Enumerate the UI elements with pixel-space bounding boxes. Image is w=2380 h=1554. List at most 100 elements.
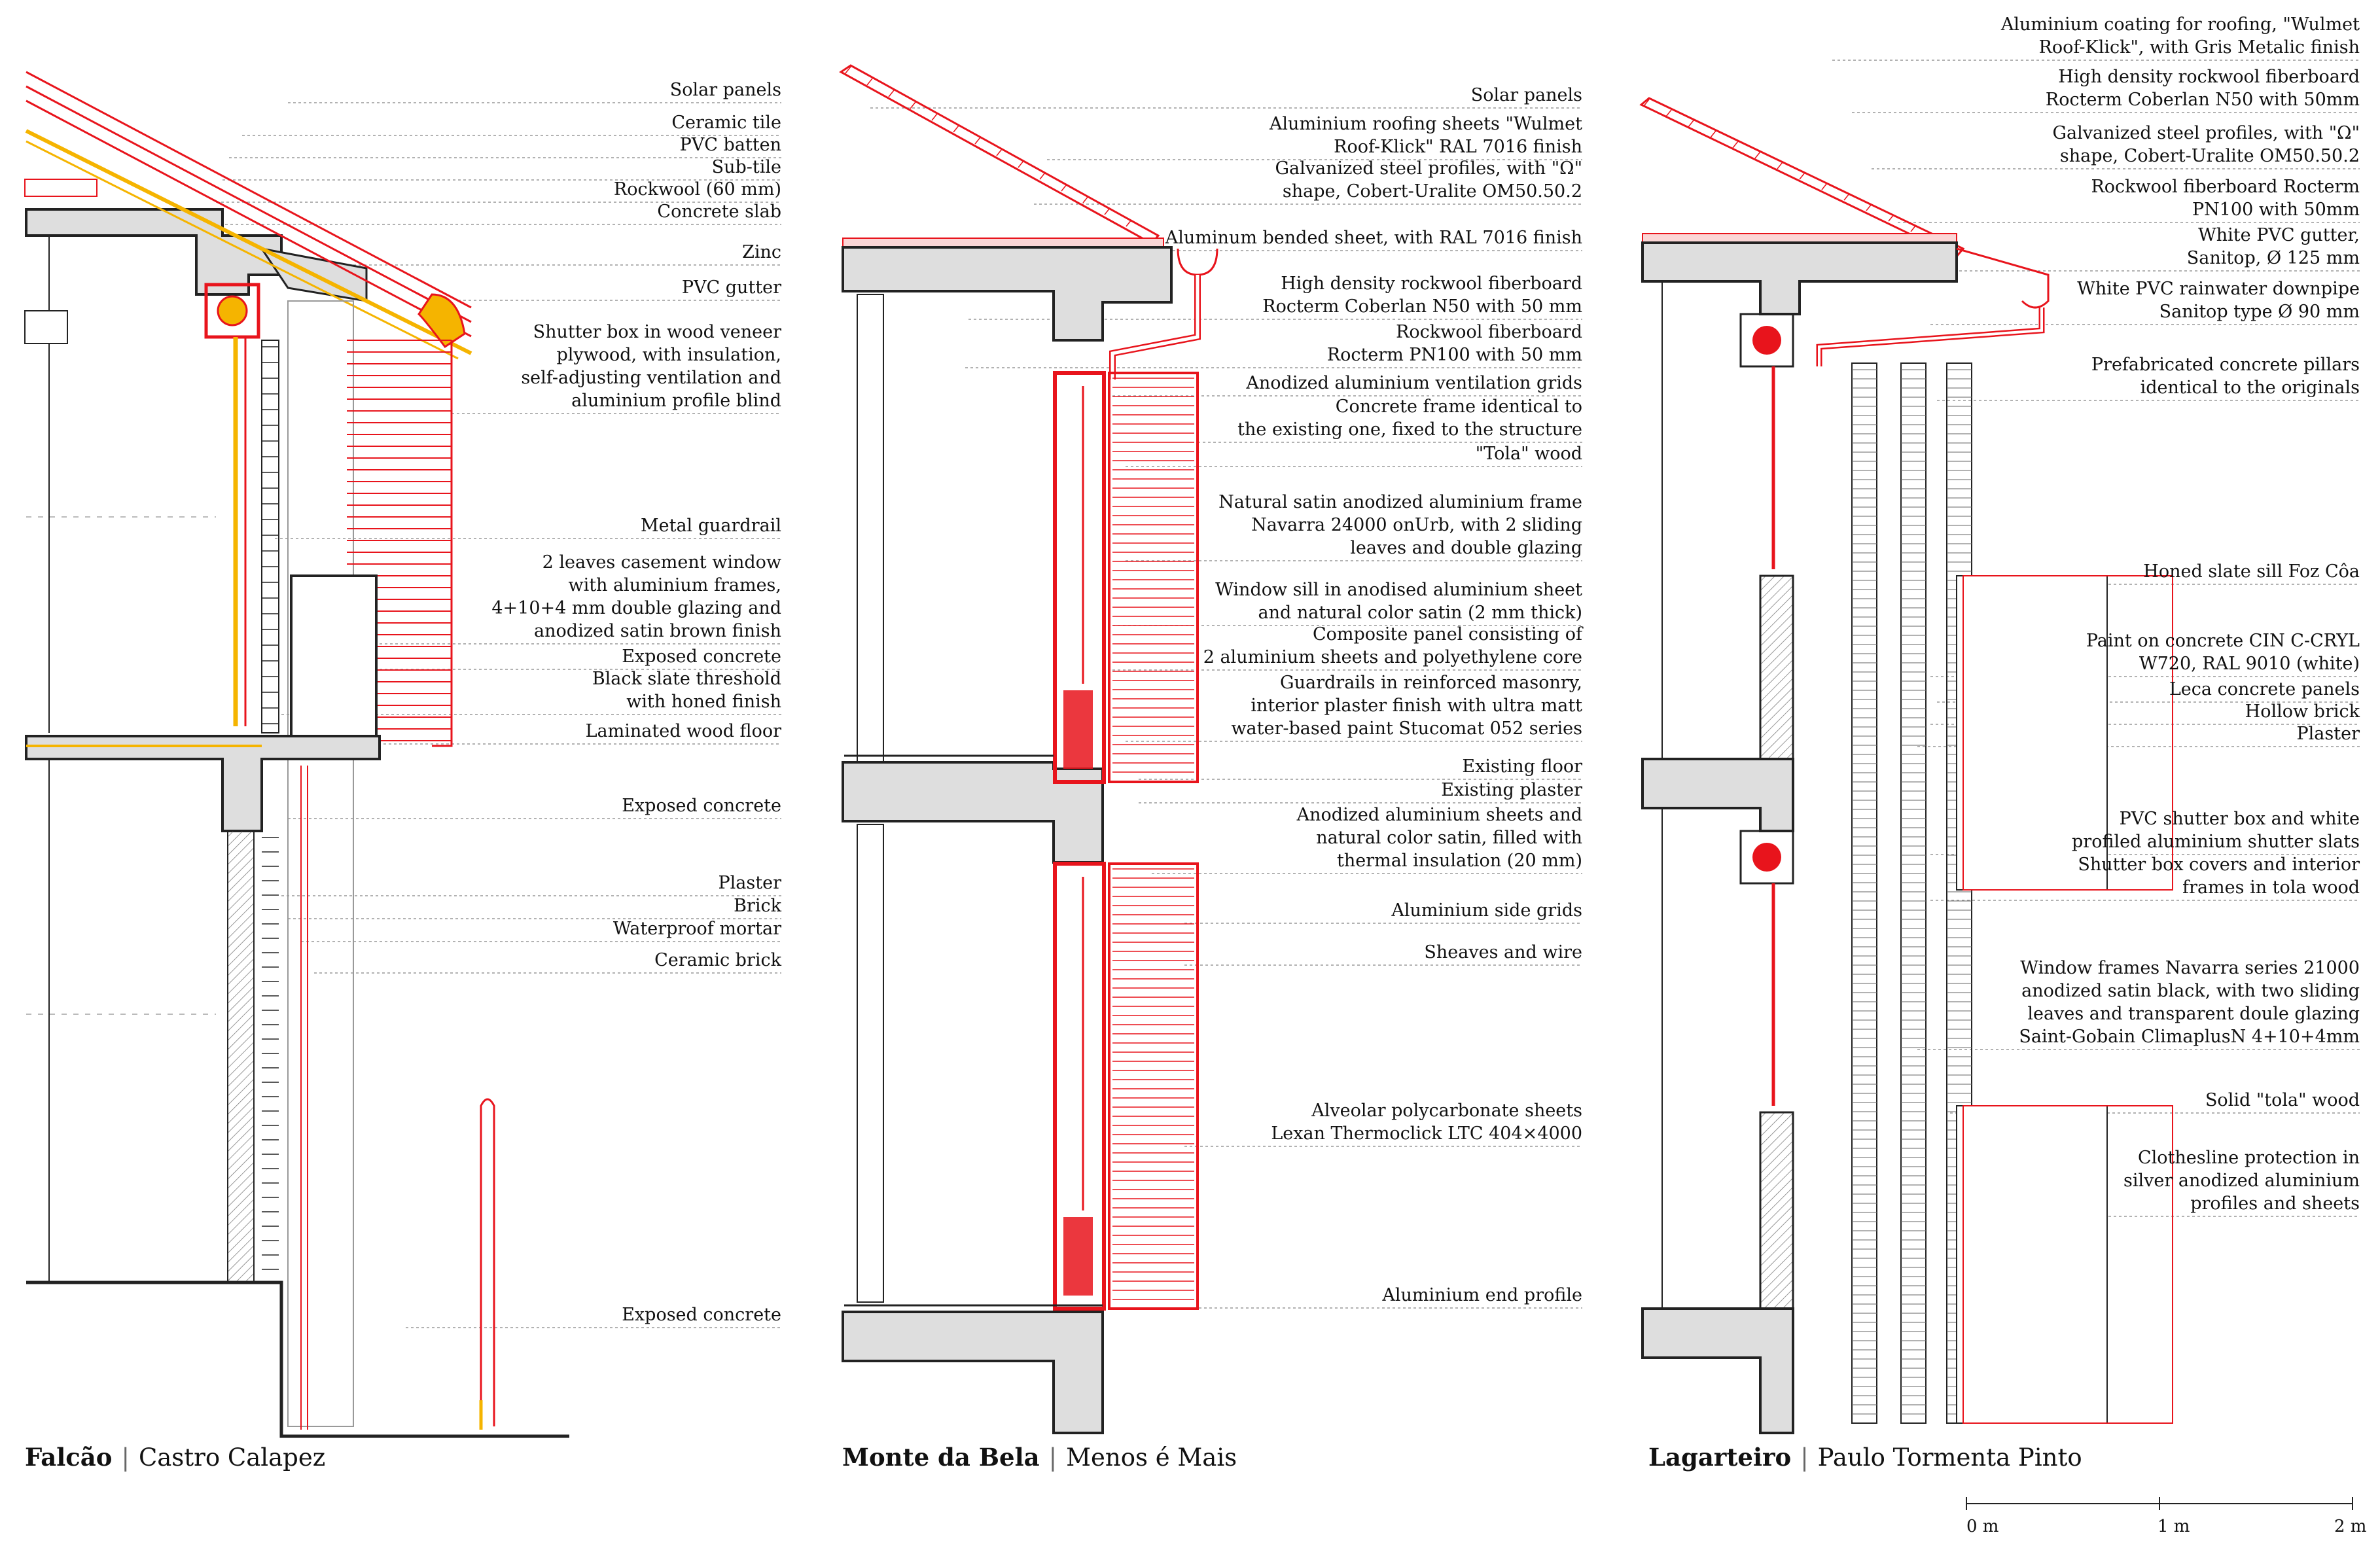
label-line: Exposed concrete [622,646,781,667]
label-falcao-14: Exposed concrete [622,794,781,817]
gutter [1956,247,2050,309]
base-outline [26,1282,569,1436]
mid-floor-slab [1641,758,1794,832]
caption-falcao-author: Castro Calapez [138,1443,326,1472]
label-line: Shutter box in wood veneer [533,322,781,342]
leca-panel-lower [1759,1111,1794,1310]
label-monte-6: Anodized aluminium ventilation grids [1246,372,1582,395]
label-line: Black slate threshold [592,669,781,689]
label-line: Plaster [718,873,782,893]
solar-panel-block [24,179,98,197]
label-line: Shutter box covers and interior [2078,855,2360,875]
facade-frame-lower [1053,862,1106,1311]
label-line: Existing plaster [1441,780,1582,800]
roof-sheet [1639,97,1965,258]
label-falcao-4: Rockwool (60 mm) [614,178,781,201]
label-monte-15: Anodized aluminium sheets and natural col… [1297,803,1582,872]
label-falcao-2: PVC batten [680,133,781,156]
section-falcao [24,71,569,1438]
label-lagarteiro-10: Hollow brick [2245,700,2360,723]
label-line: Sub-tile [711,157,781,177]
label-falcao-1: Ceramic tile [671,111,781,134]
downpipe-inner [1110,275,1199,380]
label-falcao-13: Laminated wood floor [586,720,781,743]
label-line: Aluminium coating for roofing, "Wulmet [2000,14,2360,35]
label-line: thermal insulation (20 mm) [1337,851,1582,871]
facade-frame-upper [1053,371,1106,784]
label-line: Rocterm PN100 with 50 mm [1326,345,1582,365]
label-line: the existing one, fixed to the structure [1237,419,1582,440]
caption-lagarteiro-author: Paulo Tormenta Pinto [1817,1443,2082,1472]
roof-tile-line [26,85,472,323]
label-lagarteiro-15: Solid "tola" wood [2205,1089,2360,1112]
composite-panel-upper [1063,690,1093,769]
label-line: Anodized aluminium sheets and [1296,805,1582,825]
label-monte-14: Existing plaster [1441,779,1582,802]
label-line: interior plaster finish with ultra matt [1251,696,1582,716]
roof-sheet-hatch [996,149,1003,156]
label-line: natural color satin, filled with [1316,828,1582,848]
roof-sheet-hatch [1039,172,1046,180]
label-lagarteiro-4: White PVC gutter,Sanitop, Ø 125 mm [2187,224,2360,270]
label-line: identical to the originals [2140,378,2360,398]
label-line: anodized satin brown finish [534,621,781,641]
label-line: Roof-Klick", with Gris Metalic finish [2038,37,2360,58]
label-line: PVC shutter box and white [2119,809,2360,829]
polycarbonate-upper [1108,372,1199,783]
label-falcao-18: Ceramic brick [654,949,781,972]
label-line: Brick [734,896,781,916]
label-line: Aluminium roofing sheets "Wulmet [1269,114,1582,134]
roof-sheet-hatch [888,90,895,97]
label-line: and natural color satin (2 mm thick) [1258,603,1582,623]
label-monte-12: Guardrails in reinforced masonry,interio… [1231,671,1582,740]
label-line: plywood, with insulation, [556,345,781,365]
label-line: PVC batten [679,135,781,155]
roof-sheet-hatch [845,66,851,74]
sub-tile-layer [26,140,459,360]
pvc-gutter [417,293,466,349]
label-line: Rocterm Coberlan N50 with 50 mm [1262,296,1582,317]
shutter-box-0 [1739,313,1794,368]
roof-slab [25,208,283,296]
roof-sheet-hatch [1777,162,1783,169]
interior-wall-upper [857,294,884,763]
label-line: Galvanized steel profiles, with "Ω" [2052,123,2360,143]
rockwool-layer [25,129,472,355]
label-line: 2 aluminium sheets and polyethylene core [1203,647,1582,667]
rail-element [480,1098,495,1426]
label-line: Solar panels [669,80,781,100]
label-line: Natural satin anodized aluminium frame [1218,492,1582,512]
roof-sheet-hatch [866,78,873,86]
label-monte-0: Solar panels [1471,84,1582,107]
label-line: Ceramic tile [671,113,781,133]
caption-monte-author: Menos é Mais [1066,1443,1237,1472]
shutter-box [204,283,260,339]
label-line: Ceramic brick [654,950,781,970]
label-line: Exposed concrete [622,796,781,816]
label-line: Waterproof mortar [613,919,781,939]
label-line: Galvanized steel profiles, with "Ω" [1275,158,1582,179]
label-line: leaves and double glazing [1350,538,1582,558]
label-falcao-0: Solar panels [670,79,781,101]
label-line: Window frames Navarra series 21000 [2020,958,2360,978]
composite-panel-lower [1063,1217,1093,1296]
label-monte-3: Aluminum bended sheet, with RAL 7016 fin… [1165,226,1582,249]
roof-sheet-hatch [1018,160,1024,168]
label-line: Solid "tola" wood [2205,1090,2360,1110]
label-falcao-11: Exposed concrete [622,645,781,668]
label-monte-17: Sheaves and wire [1424,941,1582,964]
label-line: Metal guardrail [640,516,781,536]
roof-slab [1641,241,1958,315]
interior-wall-lower [857,824,884,1303]
base-slab [842,1311,1104,1434]
label-falcao-7: PVC gutter [682,276,781,299]
roof-sheet-hatch [1665,109,1672,117]
